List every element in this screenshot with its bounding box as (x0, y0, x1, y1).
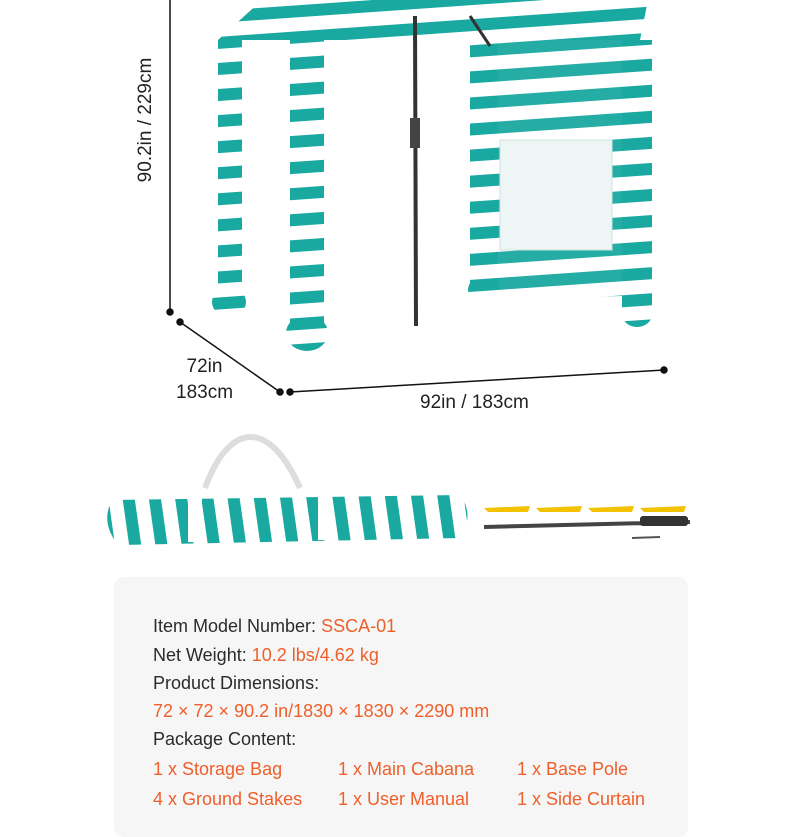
package-item: 1 x Base Pole (517, 759, 629, 779)
ground-stakes (484, 506, 686, 512)
model-number-row: Item Model Number: SSCA-01 (153, 616, 396, 637)
cabana-illustration (107, 0, 691, 545)
product-dimensions-label: Product Dimensions: (153, 673, 320, 693)
model-number-label: Item Model Number: (153, 616, 317, 636)
package-item: 1 x Storage Bag (153, 759, 283, 779)
product-dimensions-value: 72 × 72 × 90.2 in/1830 × 1830 × 2290 mm (153, 701, 490, 721)
package-content-label: Package Content: (153, 729, 297, 749)
center-pole (410, 15, 492, 327)
width-dimension-label: 92in / 183cm (420, 392, 529, 413)
depth-dimension-label: 72in 183cm (176, 354, 233, 406)
package-item: 1 x Main Cabana (338, 759, 475, 779)
cabana-canopy (212, 0, 653, 351)
dimension-lines (166, 0, 668, 396)
height-dimension-label: 90.2in / 229cm (135, 57, 156, 183)
depth-in-label: 72in (186, 356, 223, 377)
storage-bag (107, 434, 468, 545)
net-weight-value: 10.2 lbs/4.62 kg (251, 645, 379, 665)
depth-cm-label: 183cm (176, 382, 234, 403)
spec-card (114, 577, 688, 837)
net-weight-row: Net Weight: 10.2 lbs/4.62 kg (153, 645, 379, 666)
cabana-window (499, 139, 613, 251)
net-weight-label: Net Weight: (153, 645, 247, 665)
base-pole (483, 516, 691, 539)
model-number-value: SSCA-01 (321, 616, 397, 636)
